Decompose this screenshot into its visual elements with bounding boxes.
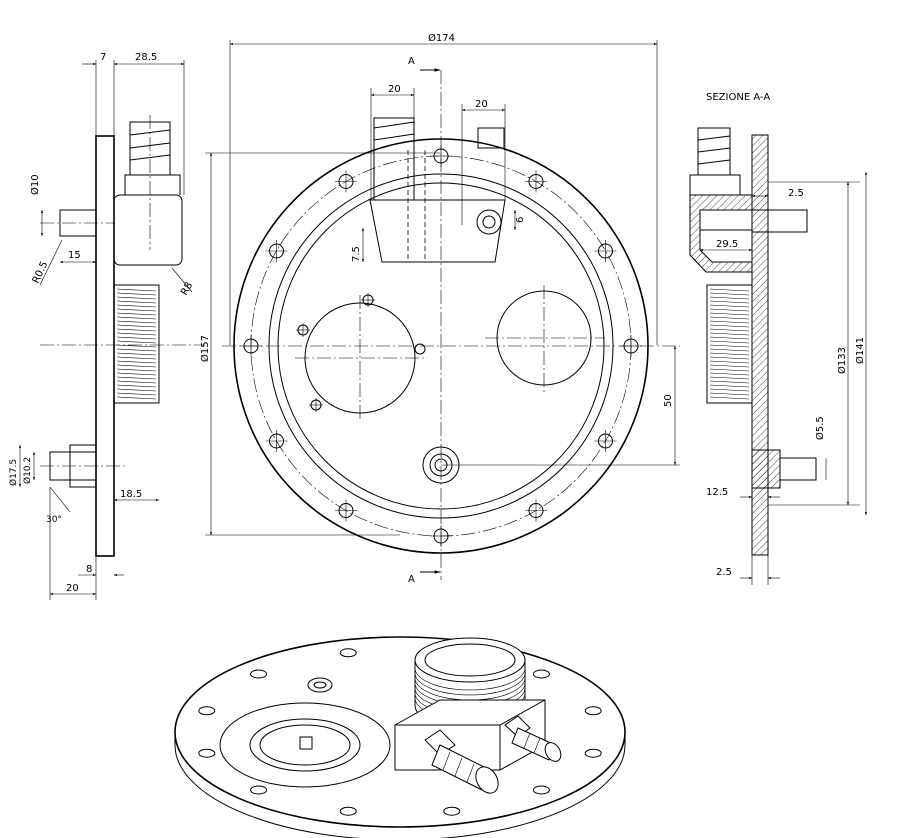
dim-twenty: 20 [66,583,79,594]
dim-outer-dia: Ø174 [428,32,455,44]
iso-nozzle-small [504,715,562,762]
iso-bolt-hole [443,806,461,816]
section-pin [751,209,808,233]
bolt-holes [240,145,642,547]
iso-bolt-hole [198,706,216,716]
iso-bolt-hole [250,669,268,679]
side-thread [113,284,160,404]
dim-r-8: R8 [179,280,195,297]
section-thread [706,284,753,404]
iso-bolt-hole [532,785,550,795]
dim-width-18-5: 18.5 [120,489,142,500]
front-view: Ø174 A A [199,32,680,585]
side-nozzle-body [113,194,183,266]
dim-dia-141: Ø141 [854,337,866,364]
dim-thickness-top: 2.5 [788,188,804,199]
iso-bolt-hole [339,648,357,658]
dim-dia-17-5: Ø17.5 [8,459,19,486]
dim-slot-right: 20 [475,99,488,110]
iso-bolt-hole [339,806,357,816]
flange-plate [95,135,115,557]
iso-thread-boss [414,637,526,683]
dim-six: 6 [515,217,526,223]
dim-thickness-bottom: 2.5 [716,567,732,578]
dim-width-29-5: 29.5 [716,239,738,250]
iso-bolt-hole [584,706,602,716]
iso-nozzle-large [424,729,499,794]
dim-depth: 7.5 [351,246,362,262]
dim-width-12-5: 12.5 [706,487,728,498]
dim-fifteen: 15 [68,250,81,261]
dim-width-28-5: 28.5 [135,52,157,63]
section-mark-top: A [408,56,415,67]
dim-dia-10-2: Ø10.2 [22,457,33,484]
side-view: 7 28.5 Ø10 R0.5 15 R8 Ø17.5 Ø10.2 30° 18… [8,52,205,600]
section-nozzle [689,194,753,273]
dim-dia-10: Ø10 [29,174,41,195]
dim-bolt-dia: Ø157 [199,335,211,362]
nozzle-body [369,199,506,263]
dim-dia-5-5: Ø5.5 [814,416,826,440]
iso-bolt-hole [532,669,550,679]
dim-r-0-5: R0.5 [31,260,51,285]
section-title: SEZIONE A-A [706,92,770,103]
iso-bolt-hole [198,748,216,758]
isometric-view [174,636,626,838]
section-mark-bottom: A [408,574,415,585]
iso-bolt-hole [584,748,602,758]
section-view: SEZIONE A-A 2.5 29.5 Ø133 Ø141 Ø5.5 12.5 [689,92,868,585]
iso-inner-plate [219,702,391,788]
iso-bolt-hole [250,785,268,795]
dim-offset: 50 [663,394,674,407]
dim-dia-133: Ø133 [836,347,848,374]
section-flange [751,134,769,556]
dim-eight: 8 [86,564,92,575]
dim-seven: 7 [100,52,106,63]
dim-slot-left: 20 [388,84,401,95]
dim-angle-30: 30° [46,515,62,525]
